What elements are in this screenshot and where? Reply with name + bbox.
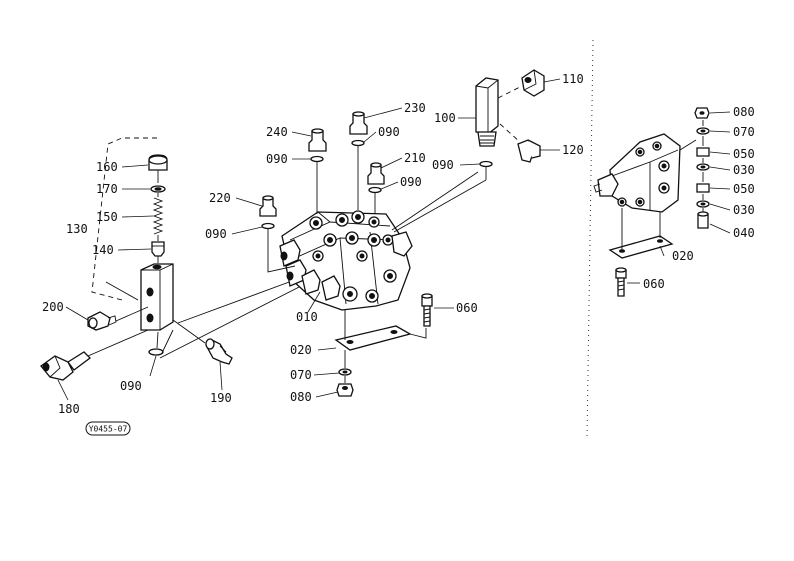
callout-210: 210 [404, 151, 426, 165]
group-bracket-130 [91, 137, 157, 301]
callout-050-a: 050 [733, 147, 755, 161]
control-valve-block [279, 210, 413, 313]
callout-labels: 160 170 150 130 140 200 180 090 190 220 … [42, 72, 755, 416]
callout-160: 160 [96, 160, 118, 174]
callout-110: 110 [562, 72, 584, 86]
center-fittings [259, 69, 545, 397]
callout-030-a: 030 [733, 163, 755, 177]
callout-090-230: 090 [378, 125, 400, 139]
callout-090-240: 090 [266, 152, 288, 166]
callout-170: 170 [96, 182, 118, 196]
callout-180: 180 [58, 402, 80, 416]
section-divider [586, 39, 594, 439]
callout-070-right: 070 [733, 125, 755, 139]
callout-220: 220 [209, 191, 231, 205]
callout-200: 200 [42, 300, 64, 314]
callout-190: 190 [210, 391, 232, 405]
right-valve-section [593, 107, 710, 297]
callout-040: 040 [733, 226, 755, 240]
callout-050-b: 050 [733, 182, 755, 196]
callout-150: 150 [96, 210, 118, 224]
callout-090-210: 090 [400, 175, 422, 189]
relief-valve-assembly [40, 137, 306, 381]
callout-090-220: 090 [205, 227, 227, 241]
figure-code: Y0455-07 [89, 425, 128, 434]
callout-010: 010 [296, 310, 318, 324]
callout-leaders [57, 78, 731, 401]
callout-100: 100 [434, 111, 456, 125]
callout-120: 120 [562, 143, 584, 157]
callout-240: 240 [266, 125, 288, 139]
callout-140: 140 [92, 243, 114, 257]
callout-070-center: 070 [290, 368, 312, 382]
callout-020-right: 020 [672, 249, 694, 263]
callout-080-right: 080 [733, 105, 755, 119]
callout-020-center: 020 [290, 343, 312, 357]
callout-060-right: 060 [643, 277, 665, 291]
callout-060-center: 060 [456, 301, 478, 315]
callout-090-100: 090 [432, 158, 454, 172]
callout-230: 230 [404, 101, 426, 115]
callout-080-center: 080 [290, 390, 312, 404]
callout-030-b: 030 [733, 203, 755, 217]
figure-code-badge: Y0455-07 [85, 421, 131, 436]
callout-130: 130 [66, 222, 88, 236]
callout-090-left: 090 [120, 379, 142, 393]
